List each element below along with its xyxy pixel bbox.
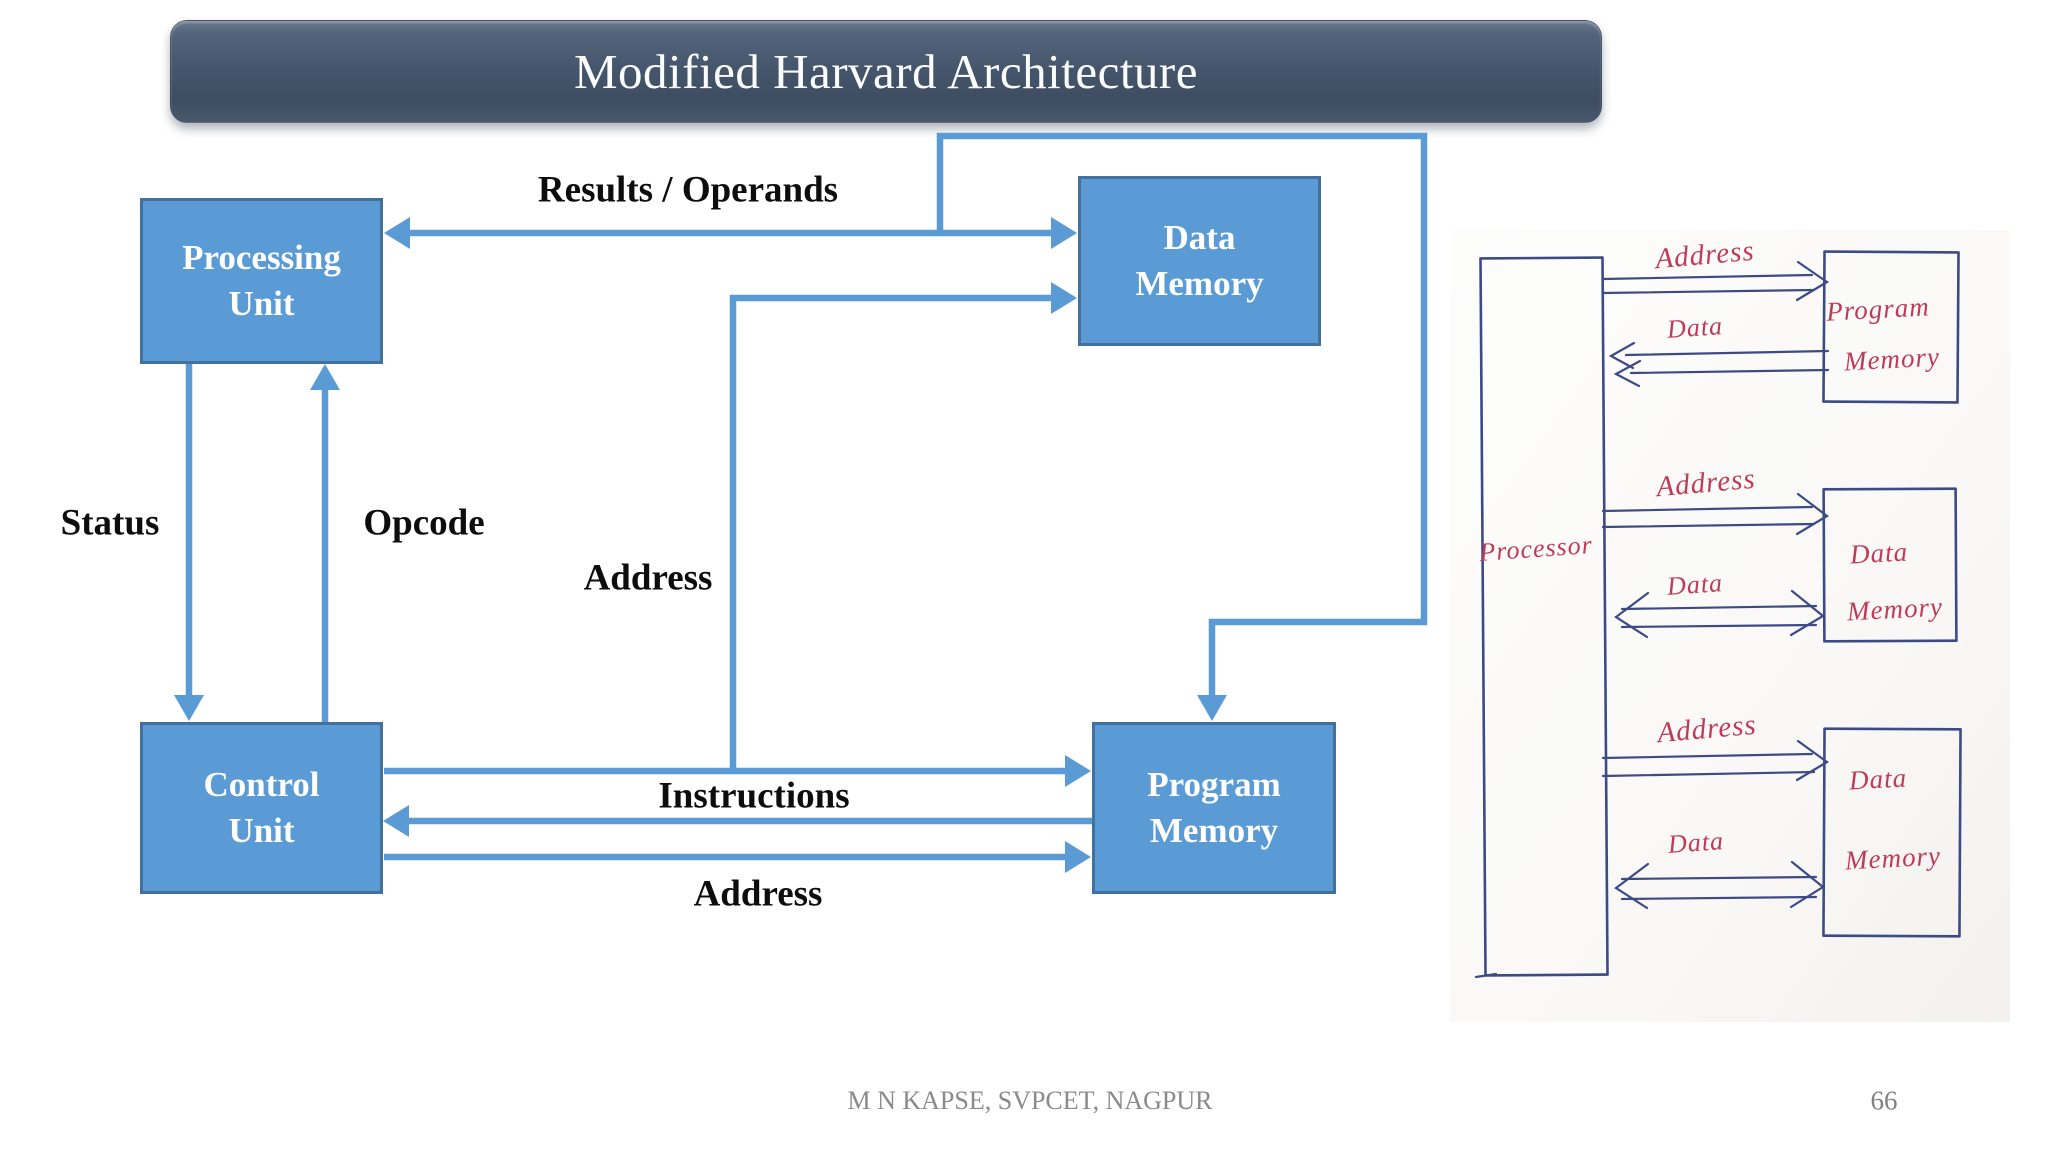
sketch-data3-label: Data [1666,826,1725,859]
sketch-data-memory1-line1: Data [1848,537,1908,570]
sketch-data3-lines [1620,875,1818,901]
arrowhead-into-program-memory-left-top [1065,755,1091,787]
sketch-program-memory-box [1822,250,1960,404]
processing-unit-label-line1: Processing [182,237,341,277]
label-status: Status [60,502,160,544]
sketch-data-memory2-box [1822,727,1962,938]
page-title: Modified Harvard Architecture [573,44,1199,99]
arrowhead-into-processing-unit-bottom [310,364,340,390]
sketch-address1-arrowhead-right [1795,260,1830,302]
sketch-data-memory2-line2: Memory [1843,841,1941,876]
sketch-pen-overshoot [1474,972,1498,979]
hand-drawn-sketch: Processor Program Memory Data Memory Dat… [1450,230,2010,1022]
label-address-to-data-memory: Address [583,557,713,599]
sketch-data1-label: Data [1665,311,1724,344]
sketch-address3-arrowhead-right [1795,739,1829,782]
arrowhead-into-program-memory-top [1197,695,1227,721]
sketch-data-memory2-line1: Data [1847,763,1907,796]
label-instructions: Instructions [658,775,850,817]
control-unit-label-line2: Unit [228,811,295,850]
sketch-data2-label: Data [1665,568,1724,601]
sketch-data1-arrowheads-left [1608,341,1642,388]
sketch-address1-lines [1601,273,1816,295]
data-memory-label-line2: Memory [1135,264,1264,303]
box-program-memory: Program Memory [1092,722,1336,894]
sketch-data3-arrowhead-right [1789,860,1825,909]
label-address-to-program-memory: Address [693,873,823,915]
box-control-unit: Control Unit [140,722,383,894]
sketch-data-memory1-box [1822,487,1958,643]
loop-line-to-program-memory [936,132,1428,700]
sketch-address2-arrowhead-right [1795,492,1829,536]
footer-page-number: 66 [1870,1085,1898,1116]
arrowhead-into-control-unit-top [174,695,204,721]
sketch-data2-arrowhead-left [1614,591,1650,639]
label-opcode: Opcode [363,502,485,544]
footer-author: M N KAPSE, SVPCET, NAGPUR [847,1086,1213,1115]
sketch-address3-lines [1601,752,1816,778]
arrowhead-into-program-memory-left-bottom [1065,841,1091,873]
sketch-data1-lines [1624,349,1830,375]
sketch-program-memory-line2: Memory [1842,342,1940,377]
program-memory-label-line1: Program [1147,764,1281,804]
program-memory-label-line2: Memory [1149,811,1279,850]
box-processing-unit: Processing Unit [140,198,383,364]
arrowhead-into-data-memory-results [1051,217,1077,249]
sketch-program-memory-line1: Program [1824,291,1930,326]
control-unit-label-line1: Control [203,764,320,804]
label-results-operands: Results / Operands [537,169,839,211]
sketch-data3-arrowhead-left [1614,862,1650,910]
sketch-data2-lines [1620,604,1818,629]
title-bar: Modified Harvard Architecture [170,20,1602,123]
sketch-processor-box [1479,256,1609,977]
processing-unit-label-line2: Unit [228,284,295,323]
data-memory-label-line1: Data [1163,217,1236,257]
arrowhead-into-data-memory-address [1051,282,1077,314]
sketch-address2-lines [1601,505,1816,529]
arrowhead-into-control-unit [383,805,409,837]
box-data-memory: Data Memory [1078,176,1321,346]
address-line-to-data-memory [729,294,1056,771]
sketch-data2-arrowhead-right [1789,589,1825,637]
sketch-data-memory1-line2: Memory [1845,592,1943,627]
arrowhead-into-processing-unit [384,217,410,249]
